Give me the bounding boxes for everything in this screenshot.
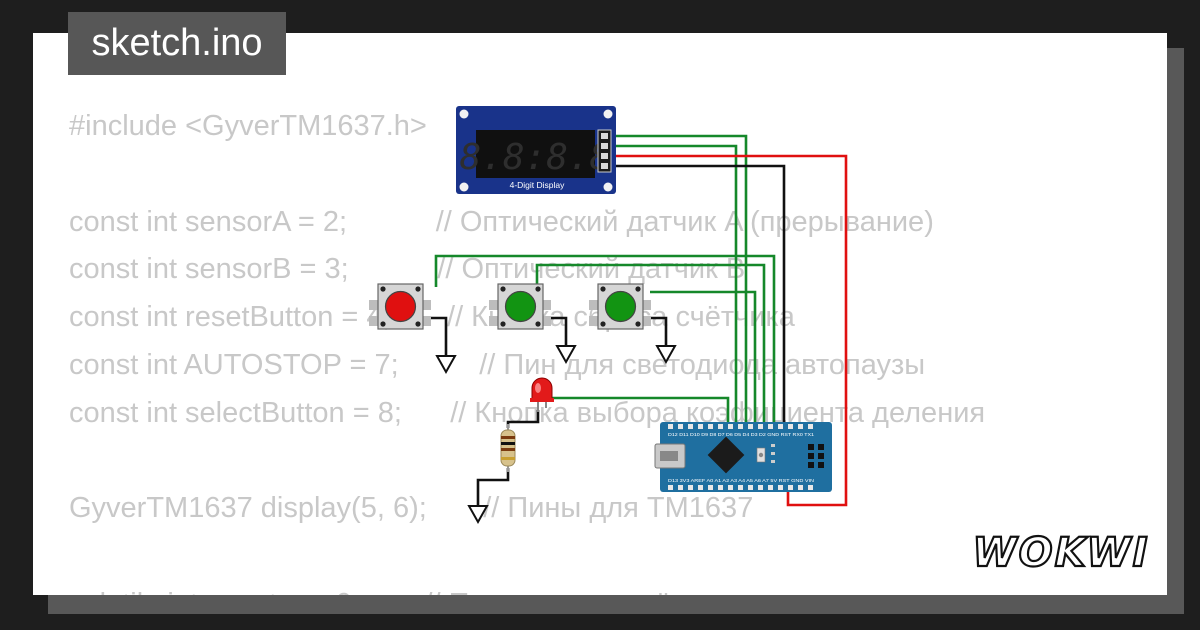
wokwi-logo-text: WOKWI bbox=[972, 530, 1149, 576]
microcontroller-chip bbox=[707, 436, 745, 474]
code-line: volatile int counter = 0; // Переменная … bbox=[69, 581, 985, 595]
wire-display-vcc bbox=[611, 154, 848, 507]
nano-top-pins bbox=[668, 424, 813, 429]
display-header bbox=[597, 129, 612, 173]
wire-button-3 bbox=[650, 290, 757, 430]
tm1637-display-module: 8.8:8.8 4-Digit Display bbox=[456, 106, 616, 194]
wire-reset-button bbox=[434, 254, 776, 430]
ground-symbols bbox=[435, 345, 677, 525]
mount-hole bbox=[603, 182, 613, 192]
push-button-select[interactable] bbox=[489, 283, 551, 330]
display-label: 4-Digit Display bbox=[510, 180, 566, 190]
led-autostop[interactable] bbox=[530, 377, 554, 412]
code-line: GyverTM1637 display(5, 6); // Пины для T… bbox=[69, 492, 754, 525]
code-line: const int AUTOSTOP = 7; // Пин для свето… bbox=[69, 348, 926, 381]
mount-hole bbox=[603, 109, 613, 119]
ground-icon bbox=[435, 355, 457, 375]
wire-select-button bbox=[535, 263, 766, 430]
wokwi-logo[interactable]: WOKWI bbox=[970, 520, 1152, 582]
nano-bottom-pin-labels: D13 3V3 AREF A0 A1 A2 A3 A4 A5 A6 A7 5V … bbox=[668, 478, 814, 483]
wire-reset-gnd bbox=[430, 316, 448, 356]
icsp-header bbox=[808, 444, 824, 468]
arduino-nano[interactable]: D12 D11 D10 D9 D8 D7 D6 D5 D4 D3 D2 GND … bbox=[654, 422, 832, 492]
display-digits: 8.8:8.8 bbox=[460, 137, 612, 178]
code-line: #include <GyverTM1637.h> bbox=[69, 110, 427, 142]
mount-hole bbox=[459, 109, 469, 119]
nano-board bbox=[660, 422, 832, 492]
wire-display-dio bbox=[611, 144, 738, 430]
wire-led bbox=[548, 396, 730, 430]
push-button-reset[interactable] bbox=[369, 283, 431, 330]
nano-top-pin-labels: D12 D11 D10 D9 D8 D7 D6 D5 D4 D3 D2 GND … bbox=[668, 432, 815, 437]
wire-led-resistor bbox=[506, 410, 540, 428]
resistor[interactable] bbox=[500, 424, 516, 472]
project-title: sketch.ino bbox=[68, 12, 286, 75]
mount-hole bbox=[459, 182, 469, 192]
code-line: const int sensorB = 3; // Оптический дат… bbox=[69, 253, 746, 286]
ground-icon bbox=[467, 505, 489, 525]
push-button-3[interactable] bbox=[589, 283, 651, 330]
code-background: #include <GyverTM1637.h> const int sensor… bbox=[69, 103, 985, 595]
ground-icon bbox=[655, 345, 677, 365]
ground-icon bbox=[555, 345, 577, 365]
nano-bottom-pins bbox=[668, 485, 813, 490]
wire-resistor-gnd bbox=[476, 468, 510, 506]
wire-display-clk bbox=[611, 134, 748, 430]
display-window bbox=[476, 130, 595, 178]
code-line: const int sensorA = 2; // Оптический дат… bbox=[69, 205, 934, 238]
wire-display-gnd bbox=[611, 164, 786, 430]
